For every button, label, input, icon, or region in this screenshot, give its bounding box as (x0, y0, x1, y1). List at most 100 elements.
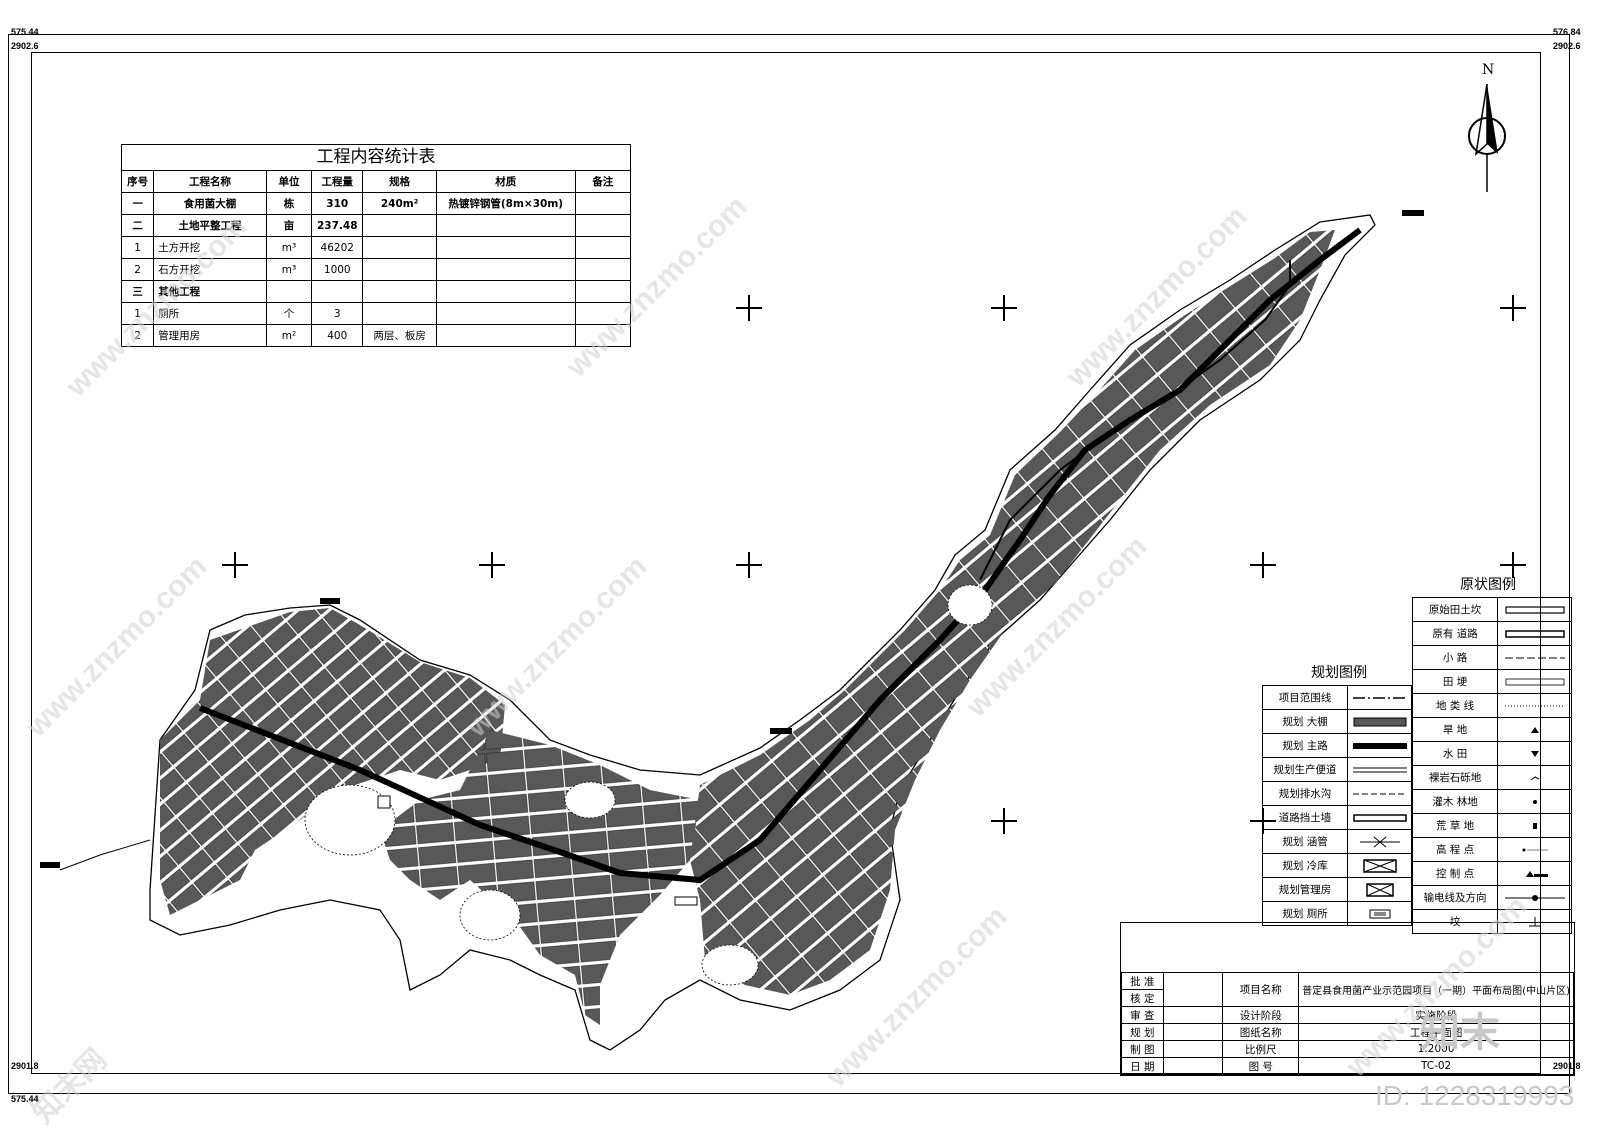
legend-row: 规划生产便道 (1261, 757, 1412, 782)
legend-label: 旱 地 (1411, 717, 1499, 742)
legend-symbol (1347, 805, 1412, 830)
legend-symbol (1497, 813, 1572, 838)
stats-cell (435, 302, 576, 325)
legend-label: 灌木 林地 (1411, 789, 1499, 814)
legend-symbol (1497, 645, 1572, 670)
legend-row: 道路挡土墙 (1261, 805, 1412, 830)
stats-cell (574, 258, 632, 281)
title-label: 审 查 (1121, 1006, 1164, 1024)
corner-tr-y: 2902.6 (1553, 41, 1581, 51)
grid-cross (991, 295, 1017, 321)
legend-row: 水 田 (1411, 741, 1572, 766)
stats-cell: 石方开挖 (153, 258, 267, 281)
legend-row: 规划 主路 (1261, 733, 1412, 758)
stats-cell: 1 (120, 236, 155, 259)
title-blank (1162, 1057, 1224, 1075)
stats-row: 2 石方开挖 m³ 1000 (120, 258, 632, 281)
stats-cell (362, 236, 437, 259)
legend-plan-title: 规划图例 (1311, 665, 1367, 681)
title-blank (1162, 1006, 1224, 1024)
control-point (1402, 210, 1424, 216)
legend-row: 旱 地 (1411, 717, 1572, 742)
title-row: 规 划 图纸名称 工程平面图 (1121, 1023, 1574, 1041)
stats-cell: 1 (120, 302, 155, 325)
title-blank (1162, 1040, 1224, 1058)
stats-header: 工程名称 (153, 170, 267, 193)
legend-symbol (1347, 685, 1412, 710)
stats-header: 序号 (120, 170, 155, 193)
stats-cell: 1000 (311, 258, 364, 281)
stats-cell: 其他工程 (153, 280, 267, 303)
number-value: TC-02 (1298, 1057, 1574, 1075)
cold-storage (377, 795, 391, 809)
stage-label: 设计阶段 (1222, 1006, 1300, 1024)
legend-label: 道路挡土墙 (1261, 805, 1349, 830)
drawing-frame (8, 34, 1570, 1094)
legend-symbol (1497, 621, 1572, 646)
legend-symbol (1347, 877, 1412, 902)
title-row: 日 期 图 号 TC-02 (1121, 1057, 1574, 1075)
stats-cell: 三 (120, 280, 155, 303)
stats-header-row: 序号 工程名称 单位 工程量 规格 材质 备注 (120, 170, 632, 193)
stats-cell: 亩 (265, 214, 313, 237)
legend-symbol (1497, 669, 1572, 694)
title-blank (1162, 972, 1224, 1007)
legend-label: 裸岩石砾地 (1411, 765, 1499, 790)
stats-row: 一 食用菌大棚 栋 310 240m² 热镀锌钢管(8m×30m) (120, 192, 632, 215)
legend-existing: 原始田土坎 原有 道路 小 路 田 埂 地 类 线 旱 地 水 田 裸岩石砾地 … (1411, 597, 1572, 934)
stats-cell (265, 280, 313, 303)
watermark-logo: 知末 (1420, 1010, 1500, 1056)
title-label: 制 图 (1121, 1040, 1164, 1058)
north-arrow: N (1462, 62, 1512, 192)
stats-cell: 240m² (362, 192, 437, 215)
legend-label: 原始田土坎 (1411, 597, 1499, 622)
open-area (564, 781, 616, 819)
north-arrow-icon (1468, 84, 1506, 192)
grid-cross (1500, 295, 1526, 321)
legend-row: 规划 厕所 (1261, 901, 1412, 926)
stats-cell (435, 214, 576, 237)
corner-bl-y: 2901.8 (11, 1061, 39, 1071)
legend-label: 规划管理房 (1261, 877, 1349, 902)
legend-label: 田 埂 (1411, 669, 1499, 694)
legend-label: 输电线及方向 (1411, 885, 1499, 910)
drawing-label: 图纸名称 (1222, 1023, 1300, 1041)
corner-tl-y: 2902.6 (11, 41, 39, 51)
legend-symbol (1347, 709, 1412, 734)
legend-label: 水 田 (1411, 741, 1499, 766)
legend-row: 原始田土坎 (1411, 597, 1572, 622)
legend-symbol (1497, 909, 1572, 934)
legend-symbol (1497, 837, 1572, 862)
legend-label: 高 程 点 (1411, 837, 1499, 862)
secondary-road (979, 439, 1101, 581)
legend-label: 规划排水沟 (1261, 781, 1349, 806)
greenhouse-block-east (690, 230, 1335, 995)
corner-tr-x: 576.84 (1553, 27, 1581, 37)
title-label: 规 划 (1121, 1023, 1164, 1041)
project-name: 普定县食用菌产业示范园项目（一期）平面布局图(中山片区) (1298, 972, 1574, 1007)
stats-row: 1 厕所 个 3 (120, 302, 632, 325)
corner-tl-x: 575.44 (11, 27, 39, 37)
open-area (701, 944, 759, 986)
greenhouse-block-central (380, 730, 700, 1025)
stats-cell (435, 280, 576, 303)
legend-row: 小 路 (1411, 645, 1572, 670)
stats-cell: 2 (120, 324, 155, 347)
legend-row: 荒 草 地 (1411, 813, 1572, 838)
title-row: 审 查 设计阶段 实施阶段 (1121, 1006, 1574, 1024)
stats-row: 三 其他工程 (120, 280, 632, 303)
title-blank (1162, 1023, 1224, 1041)
open-area (947, 584, 993, 626)
legend-symbol (1347, 901, 1412, 926)
legend-symbol (1497, 597, 1572, 622)
grid-cross (736, 552, 762, 578)
legend-plan: 项目范围线 规划 大棚 规划 主路 规划生产便道 规划排水沟 道路挡土墙 规划 … (1261, 685, 1412, 926)
stats-cell: m³ (265, 236, 313, 259)
stats-cell: 310 (311, 192, 364, 215)
stats-header: 规格 (362, 170, 437, 193)
watermark-id: ID: 1228319993 (1375, 1080, 1575, 1111)
legend-symbol (1347, 829, 1412, 854)
toilet (674, 896, 698, 906)
stats-cell: 厕所 (153, 302, 267, 325)
stats-row: 二 土地平整工程 亩 237.48 (120, 214, 632, 237)
